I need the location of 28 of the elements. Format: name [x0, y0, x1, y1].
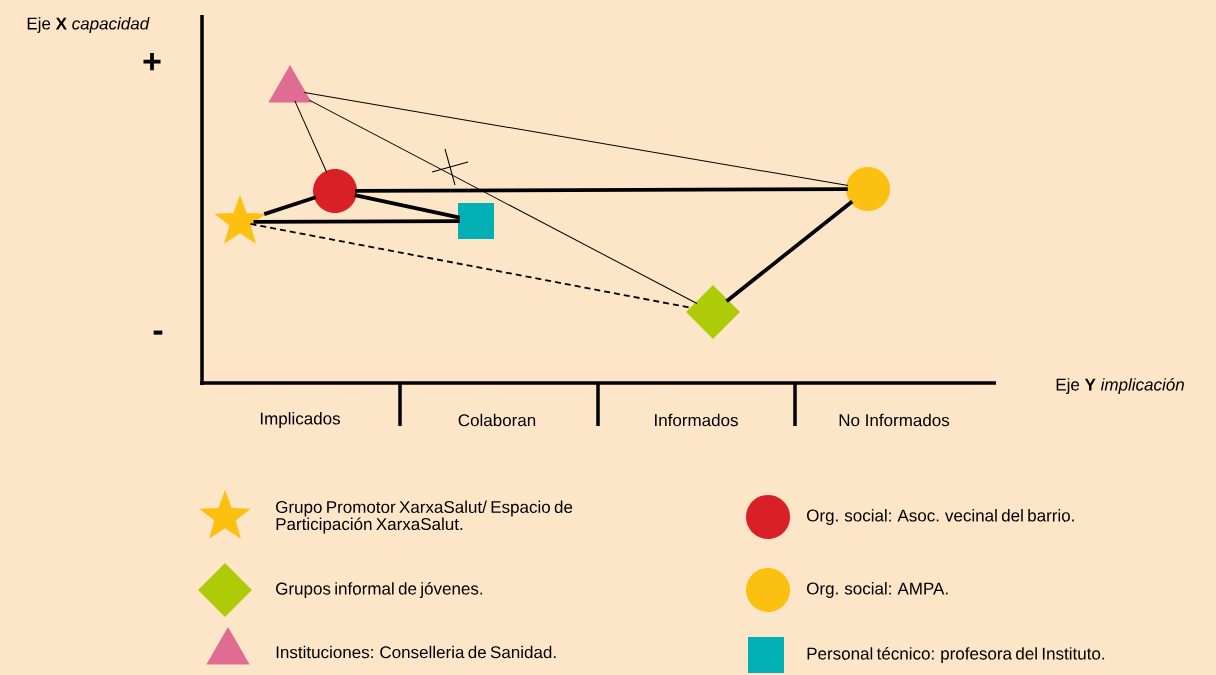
diamond-marker — [686, 285, 740, 339]
star-marker — [214, 195, 266, 244]
connector-line — [308, 99, 698, 305]
triangle-marker — [268, 65, 312, 103]
connector-line — [354, 193, 461, 220]
connector-line — [725, 200, 854, 303]
minus-sign: - — [153, 330, 163, 335]
axis-title: Eje X capacidad — [27, 17, 150, 33]
category-label: No Informados — [839, 413, 950, 427]
connector-line — [355, 187, 848, 193]
circle-marker — [313, 169, 357, 213]
connector-line — [263, 195, 317, 216]
legend-text: Org. social: AMPA. — [807, 582, 948, 598]
axis-title: Eje Y implicación — [1056, 378, 1184, 394]
legend-text: Instituciones: Conselleria de Sanidad. — [276, 645, 556, 659]
connector-line — [303, 91, 849, 187]
category-label: Implicados — [260, 412, 340, 428]
category-label: Informados — [655, 413, 738, 427]
connector-line — [253, 219, 460, 224]
circle-marker — [846, 167, 890, 211]
legend-text: Grupos informal de jóvenes. — [276, 582, 483, 598]
legend-text: Personal técnico: profesora del Instituto. — [807, 647, 1105, 663]
plus-sign: + — [143, 53, 161, 71]
legend-text: Grupo Promotor XarxaSalut/ Espacio de Participación XarxaSalut. — [276, 500, 573, 534]
connector-line — [294, 100, 328, 174]
category-label: Colaboran — [458, 413, 536, 427]
square-marker — [458, 203, 494, 239]
legend-text: Org. social: Asoc. vecinal del barrio. — [807, 509, 1074, 525]
